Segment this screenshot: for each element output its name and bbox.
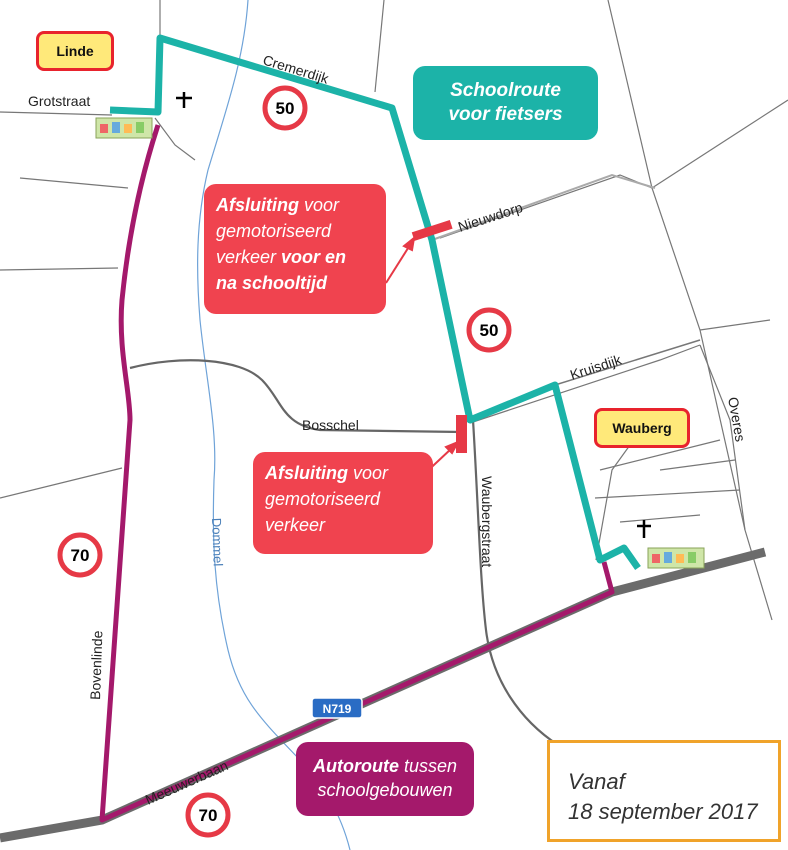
n719-shield: N719	[311, 697, 363, 719]
callout-closure-bosschel: Afsluiting voor gemotoriseerd verkeer	[253, 452, 433, 554]
bike-route	[109, 34, 641, 571]
label-bosschel: Bosschel	[302, 417, 359, 433]
school-icon	[95, 117, 153, 139]
closure2-text1: voor	[348, 463, 389, 483]
autoroute-text2: schoolgebouwen	[317, 780, 453, 800]
svg-text:N719: N719	[323, 702, 352, 716]
svg-text:70: 70	[71, 546, 90, 565]
label-grotstraat: Grotstraat	[28, 93, 90, 109]
svg-text:70: 70	[199, 806, 218, 825]
schoolroute-line1: Schoolroute	[450, 80, 561, 101]
kruisdijk-road	[554, 339, 701, 386]
church-icon	[637, 520, 651, 538]
closure-bar-nieuwdorp	[411, 220, 453, 241]
closure1-text3: verkeer	[216, 247, 282, 267]
closure2-text2: gemotoriseerd	[265, 489, 381, 509]
cross-icon	[176, 92, 192, 108]
label-bovenlinde: Bovenlinde	[87, 630, 105, 700]
closure2-text3: verkeer	[265, 515, 326, 535]
label-kruisdijk: Kruisdijk	[568, 351, 624, 383]
speed-sign-2: 50	[466, 307, 512, 353]
school-icon-wauberg	[647, 547, 705, 569]
svg-text:50: 50	[480, 321, 499, 340]
callout-autoroute: Autoroute tussen schoolgebouwen	[296, 742, 474, 816]
minor-roads	[0, 0, 788, 621]
speed-sign-4: 70	[185, 792, 231, 838]
waubergstraat-road	[471, 419, 559, 746]
label-nieuwdorp: Nieuwdorp	[456, 199, 525, 235]
dommel-river	[197, 0, 351, 850]
town-linde: Linde	[36, 31, 114, 71]
autoroute-bold: Autoroute	[312, 756, 399, 776]
nieuwdorp-road	[431, 173, 656, 241]
closure1-text2: gemotoriseerd	[216, 221, 332, 241]
date-line1: Vanaf	[568, 769, 625, 794]
closure2-bold1: Afsluiting	[265, 463, 348, 483]
car-route	[99, 124, 615, 823]
speed-sign-3: 70	[57, 532, 103, 578]
label-overes: Overes	[725, 396, 749, 443]
callout-schoolroute: Schoolroute voor fietsers	[413, 66, 598, 140]
closure1-bold1: Afsluiting	[216, 195, 299, 215]
autoroute-text1: tussen	[398, 756, 458, 776]
svg-text:50: 50	[276, 99, 295, 118]
closure1-bold3: na schooltijd	[216, 273, 328, 293]
bosschel-road	[129, 359, 463, 434]
label-dommel: Dommel	[209, 518, 226, 567]
closure-bar-bosschel	[456, 415, 467, 453]
date-line2: 18 september 2017	[568, 799, 758, 824]
closure1-text1: voor	[299, 195, 340, 215]
town-wauberg: Wauberg	[594, 408, 690, 448]
schoolroute-line2: voor fietsers	[448, 104, 563, 125]
closure-arrows	[385, 235, 461, 479]
closure1-bold2: voor en	[281, 247, 347, 267]
callout-closure-nieuwdorp: Afsluiting voor gemotoriseerd verkeer vo…	[204, 184, 386, 314]
speed-sign-1: 50	[262, 85, 308, 131]
label-waubergstraat: Waubergstraat	[479, 476, 495, 567]
date-note: Vanaf 18 september 2017	[547, 740, 781, 842]
